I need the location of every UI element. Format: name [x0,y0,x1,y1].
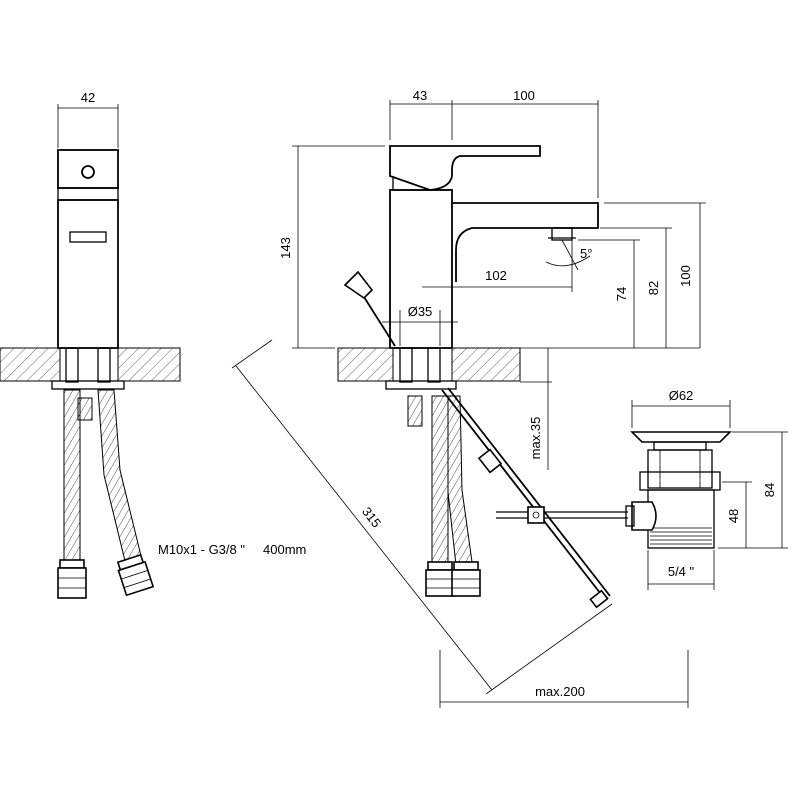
dim-48-label: 48 [726,509,741,523]
dim-143: 143 [278,145,385,349]
dim-angle: 5° [545,239,592,271]
dim-102-label: 102 [485,268,507,283]
countertop-left [0,347,181,382]
hoses-left [57,389,155,599]
dim-54: 5/4 " [647,550,715,590]
faucet-side-view [51,149,125,421]
hoses-front [425,395,481,597]
hose-spec-label: M10x1 - G3/8 " 400mm [158,542,306,557]
dim-315: 315 [231,339,613,695]
dim-100-top-label: 100 [513,88,535,103]
dim-43: 43 [389,88,453,140]
dim-35-label: Ø35 [408,304,433,319]
dim-35: Ø35 [382,304,458,346]
faucet-front-view [385,145,599,427]
dim-84: 84 [718,431,788,549]
dim-74-label: 74 [614,287,629,301]
dim-82: 82 [600,227,672,348]
dim-43-label: 43 [413,88,427,103]
dim-42: 42 [57,90,119,148]
dim-100-side-label: 100 [678,265,693,287]
dim-100-side: 100 [604,202,706,348]
dim-84-label: 84 [762,483,777,497]
dim-max200-label: max.200 [535,684,585,699]
dim-100-top: 100 [452,88,599,198]
popup-waste [496,431,732,549]
dim-max200: max.200 [439,650,689,708]
dim-74: 74 [520,239,700,349]
dim-max35-label: max.35 [528,417,543,460]
dim-62: Ø62 [631,388,731,428]
dim-82-label: 82 [646,281,661,295]
dim-54-label: 5/4 " [668,564,695,579]
dim-143-label: 143 [278,237,293,259]
dim-max35: max.35 [520,348,552,470]
dim-102: 102 [422,240,573,292]
countertop-right [337,347,521,382]
dim-62-label: Ø62 [669,388,694,403]
dim-angle-label: 5° [580,246,592,261]
dim-48: 48 [722,481,752,548]
dim-42-label: 42 [81,90,95,105]
popup-rod [343,270,611,609]
